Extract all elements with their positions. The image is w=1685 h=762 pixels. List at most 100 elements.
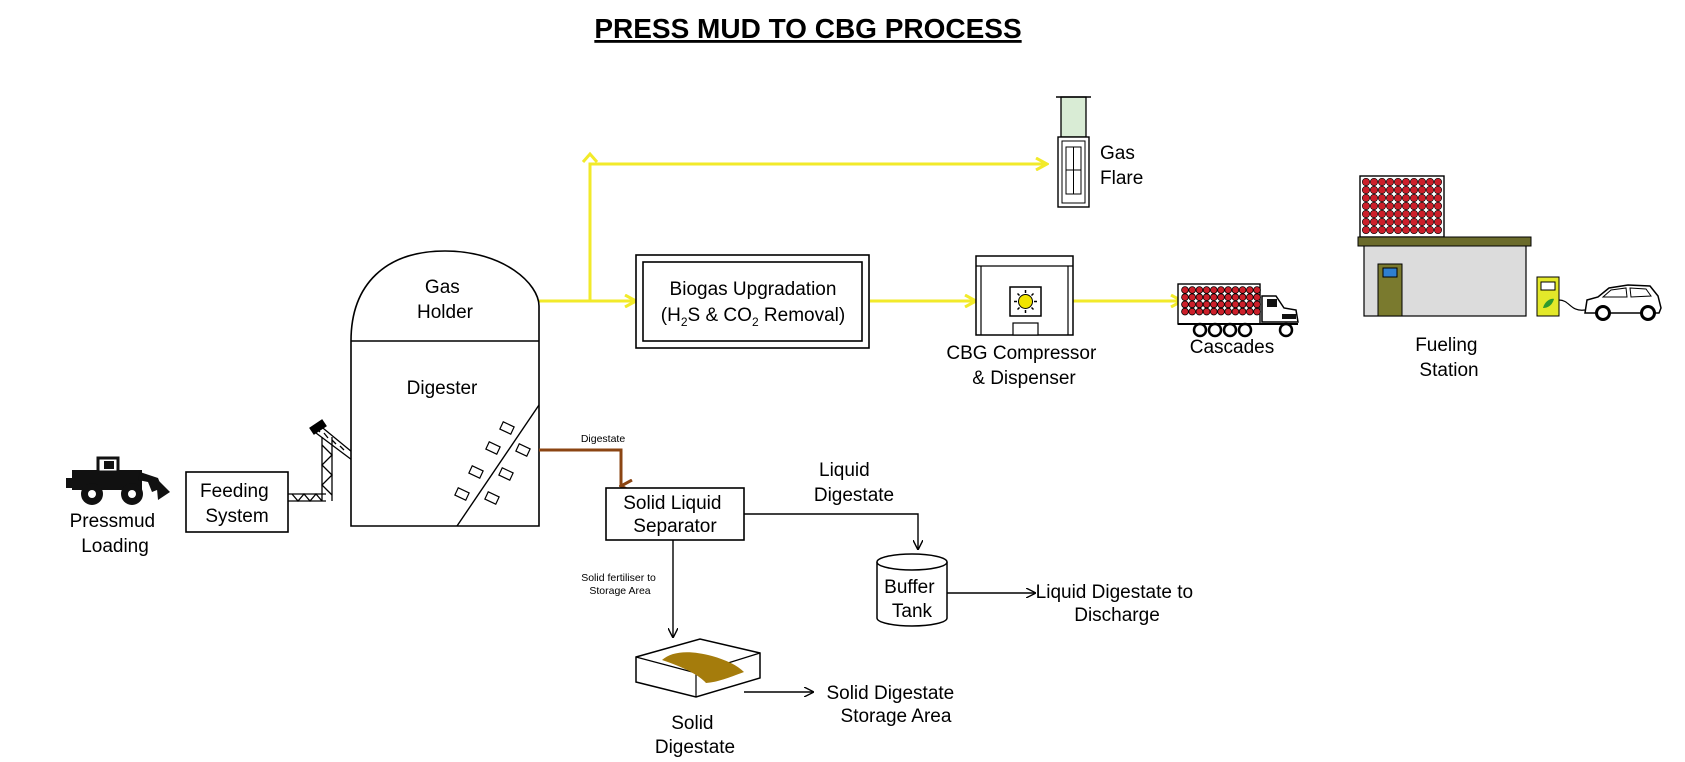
gas-cylinder <box>1434 194 1443 203</box>
gas-cylinder <box>1217 307 1225 316</box>
gas-cylinder <box>1418 210 1427 219</box>
gas-cylinder <box>1188 293 1196 302</box>
feeding-conveyor-icon <box>288 419 353 502</box>
liquid-digestate-flow-line <box>744 513 918 549</box>
gas-cylinder <box>1386 178 1395 187</box>
biogas-upgradation-sublabel: (H2S & CO2 Removal) <box>661 305 845 329</box>
gas-cylinder <box>1426 210 1435 219</box>
gas-cylinder <box>1434 226 1443 235</box>
digestate-flow-line <box>539 448 621 486</box>
gas-cylinder <box>1181 300 1189 309</box>
gas-cylinder <box>1195 300 1204 309</box>
solid-digestate-label: Solid Digestate <box>655 713 735 758</box>
gas-cylinder <box>1238 300 1247 309</box>
gas-flare-label: Gas Flare <box>1100 143 1143 189</box>
gas-cylinder <box>1394 226 1403 235</box>
feeding-system-box <box>185 471 289 533</box>
gas-cylinder <box>1362 226 1371 235</box>
wheel-loader-icon <box>66 456 170 505</box>
gas-cylinder <box>1224 293 1232 302</box>
gas-cylinder <box>1238 293 1247 302</box>
gas-cylinder <box>1238 307 1247 316</box>
liquid-discharge-label: Liquid Digestate to Discharge <box>1036 582 1199 626</box>
gas-cylinder <box>1210 293 1218 302</box>
cascades-label: Cascades <box>1190 337 1275 358</box>
gas-cylinder <box>1378 218 1387 227</box>
gas-cylinder <box>1426 226 1435 235</box>
feeding-system-label: Feeding System <box>200 481 274 527</box>
gas-cylinder <box>1402 194 1411 203</box>
gas-cylinder <box>1394 202 1403 211</box>
solid-liquid-separator-box <box>605 487 745 541</box>
gas-flow-lines <box>534 151 1182 301</box>
gas-cylinder <box>1362 186 1371 195</box>
digester-label: Digester <box>407 378 478 399</box>
gas-cylinder <box>1181 307 1189 316</box>
gas-cylinder <box>1246 286 1254 294</box>
biogas-upgradation-label: Biogas Upgradation <box>670 279 837 300</box>
gas-cylinder <box>1362 194 1371 203</box>
biogas-upgradation-inner-box <box>642 261 863 342</box>
gas-cylinder <box>1210 286 1218 294</box>
gas-cylinder <box>1362 210 1371 219</box>
gas-cylinder <box>1426 194 1435 203</box>
gas-cylinder <box>1434 218 1443 227</box>
gas-cylinder <box>1238 286 1247 294</box>
gas-cylinder <box>1418 186 1427 195</box>
gas-cylinder <box>1410 218 1419 227</box>
gas-cylinder <box>1195 307 1204 316</box>
gas-cylinder <box>1378 210 1387 219</box>
gas-cylinder <box>1386 202 1395 211</box>
gas-cylinder <box>1418 178 1427 187</box>
gas-cylinder <box>1418 226 1427 235</box>
gas-cylinder <box>1370 202 1379 211</box>
gas-cylinder <box>1434 202 1443 211</box>
gas-cylinder <box>1378 202 1387 211</box>
solid-liquid-separator-label: Solid Liquid Separator <box>623 493 727 537</box>
gas-cylinder <box>1253 307 1261 316</box>
gas-cylinder <box>1402 178 1411 187</box>
gas-cylinder <box>1402 218 1411 227</box>
digestate-edge-label: Digestate <box>581 433 626 445</box>
solid-fertiliser-edge-label: Solid fertiliser to Storage Area <box>581 572 659 597</box>
gas-cylinder <box>1402 186 1411 195</box>
gas-cylinder <box>1394 210 1403 219</box>
gas-cylinder <box>1418 194 1427 203</box>
gas-cylinder <box>1386 210 1395 219</box>
gas-cylinder <box>1181 293 1189 302</box>
cascade-truck-icon <box>1177 283 1299 338</box>
cbg-compressor-icon <box>975 255 1074 336</box>
cbg-compressor-label: CBG Compressor & Dispenser <box>946 343 1101 389</box>
gas-cylinder <box>1253 293 1261 302</box>
gas-cylinder <box>1202 293 1211 302</box>
gas-cylinder <box>1378 186 1387 195</box>
gas-cylinder <box>1410 178 1419 187</box>
gas-cylinder <box>1202 286 1211 294</box>
digester-tank <box>350 250 540 527</box>
gas-cylinder <box>1402 202 1411 211</box>
gas-cylinder <box>1386 194 1395 203</box>
gas-cylinder <box>1231 286 1240 294</box>
gas-cylinder <box>1188 286 1196 294</box>
gas-cylinder <box>1426 178 1435 187</box>
gas-cylinder <box>1434 210 1443 219</box>
pressmud-loading-label: Pressmud Loading <box>70 511 161 557</box>
gas-cylinder <box>1410 202 1419 211</box>
gas-cylinder <box>1231 307 1240 316</box>
gas-cylinder <box>1188 307 1196 316</box>
gas-cylinder <box>1217 300 1225 309</box>
gas-cylinder <box>1217 293 1225 302</box>
gas-cylinder <box>1231 293 1240 302</box>
liquid-digestate-edge-label: Liquid Digestate <box>814 460 894 506</box>
gas-cylinder <box>1362 178 1371 187</box>
gas-cylinder <box>1426 218 1435 227</box>
solid-storage-label: Solid Digestate Storage Area <box>826 683 959 727</box>
gas-cylinder <box>1394 218 1403 227</box>
gas-cylinder <box>1370 186 1379 195</box>
gas-cylinder <box>1188 300 1196 309</box>
gas-cylinder <box>1202 307 1211 316</box>
gas-cylinder <box>1434 186 1443 195</box>
gas-cylinder <box>1394 186 1403 195</box>
gas-cylinder <box>1394 194 1403 203</box>
gas-cylinder <box>1246 307 1254 316</box>
